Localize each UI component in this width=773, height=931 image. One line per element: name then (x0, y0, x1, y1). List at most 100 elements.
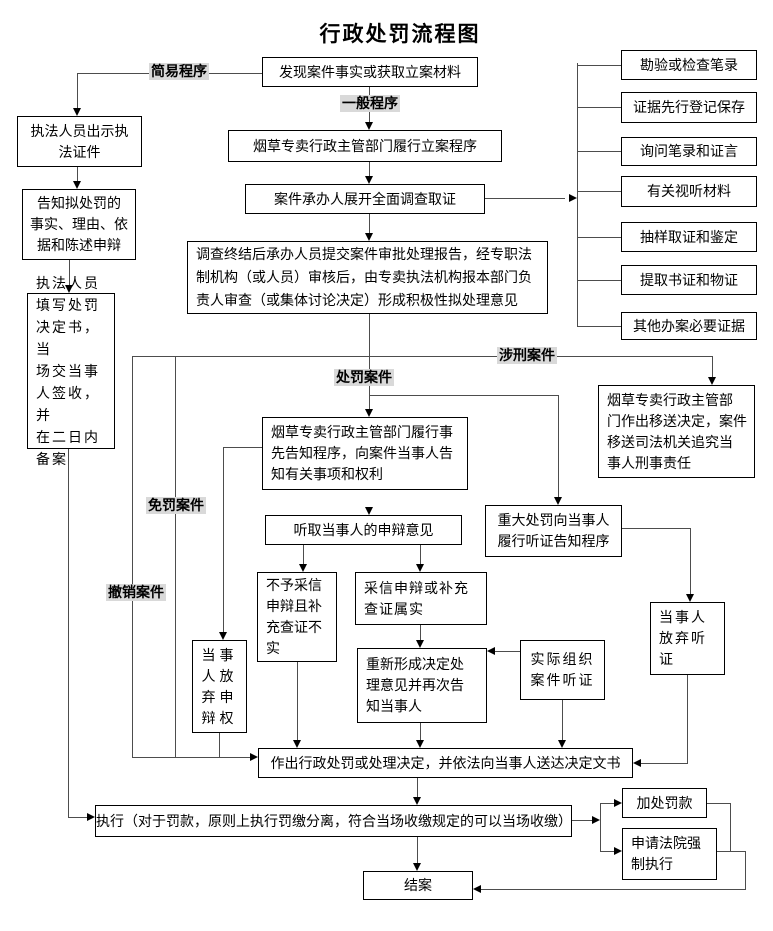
node-review-report: 调查终结后承办人员提交案件审批处理报告，经专职法 制机构（或人员）审核后，由专卖… (187, 241, 548, 314)
arrow-down-icon (365, 122, 373, 130)
arrow-right-icon (250, 753, 258, 761)
connector (558, 395, 559, 501)
connector (690, 528, 691, 598)
connector (369, 314, 370, 413)
node-evidence-interrogation: 询问笔录和证言 (621, 137, 757, 166)
arrow-down-icon (365, 409, 373, 417)
connector (369, 162, 370, 180)
connector (68, 449, 69, 818)
arrow-right-icon (592, 816, 600, 824)
label-criminal-case: 涉刑案件 (497, 347, 557, 364)
node-extra-fine: 加处罚款 (622, 788, 707, 818)
connector (577, 107, 621, 108)
arrow-left-icon (473, 885, 481, 893)
label-general-procedure: 一般程序 (340, 95, 400, 112)
connector (132, 757, 250, 758)
arrow-down-icon (708, 377, 716, 385)
connector (622, 528, 690, 529)
connector (420, 723, 421, 744)
connector (717, 851, 745, 852)
arrow-down-icon (365, 176, 373, 184)
connector (175, 356, 176, 758)
connector (600, 803, 601, 852)
arrow-down-icon (416, 640, 424, 648)
connector (68, 817, 88, 818)
arrow-down-icon (413, 863, 421, 871)
connector (562, 700, 563, 744)
arrow-down-icon (554, 497, 562, 505)
node-reject-defense: 不予采信 申辩且补 充查证不 实 (257, 572, 337, 662)
connector (219, 733, 220, 758)
node-inform-penalty: 告知拟处罚的 事实、理由、依 据和陈述申辩 (22, 189, 136, 260)
arrow-right-icon (569, 194, 577, 202)
connector (417, 837, 418, 867)
connector (712, 356, 713, 381)
node-court-enforcement: 申请法院强 制执行 (622, 828, 717, 880)
arrow-down-icon (413, 797, 421, 805)
node-close-case: 结案 (363, 871, 473, 900)
connector (730, 803, 731, 852)
connector (223, 447, 224, 634)
connector (485, 198, 565, 199)
label-revoke-case: 撤销案件 (106, 584, 166, 601)
connector (745, 851, 746, 890)
node-major-hearing-notice: 重大处罚向当事人 履行听证告知程序 (485, 505, 622, 557)
node-show-certificate: 执法人员出示执 法证件 (17, 116, 142, 167)
arrow-down-icon (416, 564, 424, 572)
arrow-down-icon (558, 740, 566, 748)
arrow-down-icon (416, 740, 424, 748)
node-evidence-audiovisual: 有关视听材料 (621, 176, 757, 207)
connector (577, 191, 621, 192)
connector (303, 545, 304, 568)
arrow-right-icon (87, 813, 95, 821)
arrow-down-icon (73, 181, 81, 189)
node-make-decision: 作出行政处罚或处理决定，并依法向当事人送达决定文书 (258, 748, 633, 778)
connector (687, 675, 688, 764)
node-filing-procedure: 烟草专卖行政主管部门履行立案程序 (228, 130, 502, 162)
arrow-right-icon (614, 847, 622, 855)
connector (77, 167, 78, 185)
connector (572, 820, 592, 821)
node-transfer-judicial: 烟草专卖行政主管部 门作出移送决定，案件 移送司法机关追究当 事人刑事责任 (598, 385, 755, 478)
connector (132, 356, 133, 758)
node-discover-case: 发现案件事实或获取立案材料 (262, 57, 478, 87)
node-evidence-other: 其他办案必要证据 (621, 312, 757, 340)
connector (577, 280, 621, 281)
node-organize-hearing: 实际组织 案件听证 (520, 640, 605, 700)
arrow-left-icon (487, 647, 495, 655)
connector (369, 214, 370, 237)
label-exempt-case: 免罚案件 (146, 497, 206, 514)
node-reform-opinion: 重新形成决定处 理意见并再次告 知当事人 (357, 648, 487, 723)
arrow-down-icon (299, 564, 307, 572)
connector (600, 851, 614, 852)
arrow-down-icon (293, 740, 301, 748)
node-prior-notice: 烟草专卖行政主管部门履行事 先告知程序，向案件当事人告 知有关事项和权利 (262, 417, 468, 490)
connector (132, 356, 712, 357)
arrow-down-icon (219, 632, 227, 640)
connector (577, 151, 621, 152)
arrow-down-icon (73, 108, 81, 116)
arrow-right-icon (614, 799, 622, 807)
label-simple-procedure: 简易程序 (149, 63, 209, 80)
arrow-down-icon (365, 233, 373, 241)
connector (577, 237, 621, 238)
connector (600, 803, 614, 804)
node-evidence-sampling: 抽样取证和鉴定 (621, 222, 757, 252)
arrow-left-icon (633, 759, 641, 767)
connector (577, 65, 621, 66)
node-evidence-inspection-record: 勘验或检查笔录 (621, 50, 757, 80)
connector (297, 662, 298, 744)
node-evidence-register-preserve: 证据先行登记保存 (621, 92, 757, 123)
connector (77, 73, 78, 112)
page-title: 行政处罚流程图 (319, 23, 481, 46)
connector (577, 326, 621, 327)
node-execute: 执行（对于罚款，原则上执行罚缴分离，符合当场收缴规定的可以当场收缴） (95, 805, 572, 837)
connector (577, 63, 578, 326)
label-penalty-case: 处罚案件 (334, 369, 394, 386)
connector (369, 395, 558, 396)
node-accept-defense: 采信申辩或补充 查证属实 (355, 572, 487, 625)
node-investigate: 案件承办人展开全面调查取证 (245, 184, 485, 214)
connector (420, 545, 421, 568)
connector (420, 625, 421, 644)
